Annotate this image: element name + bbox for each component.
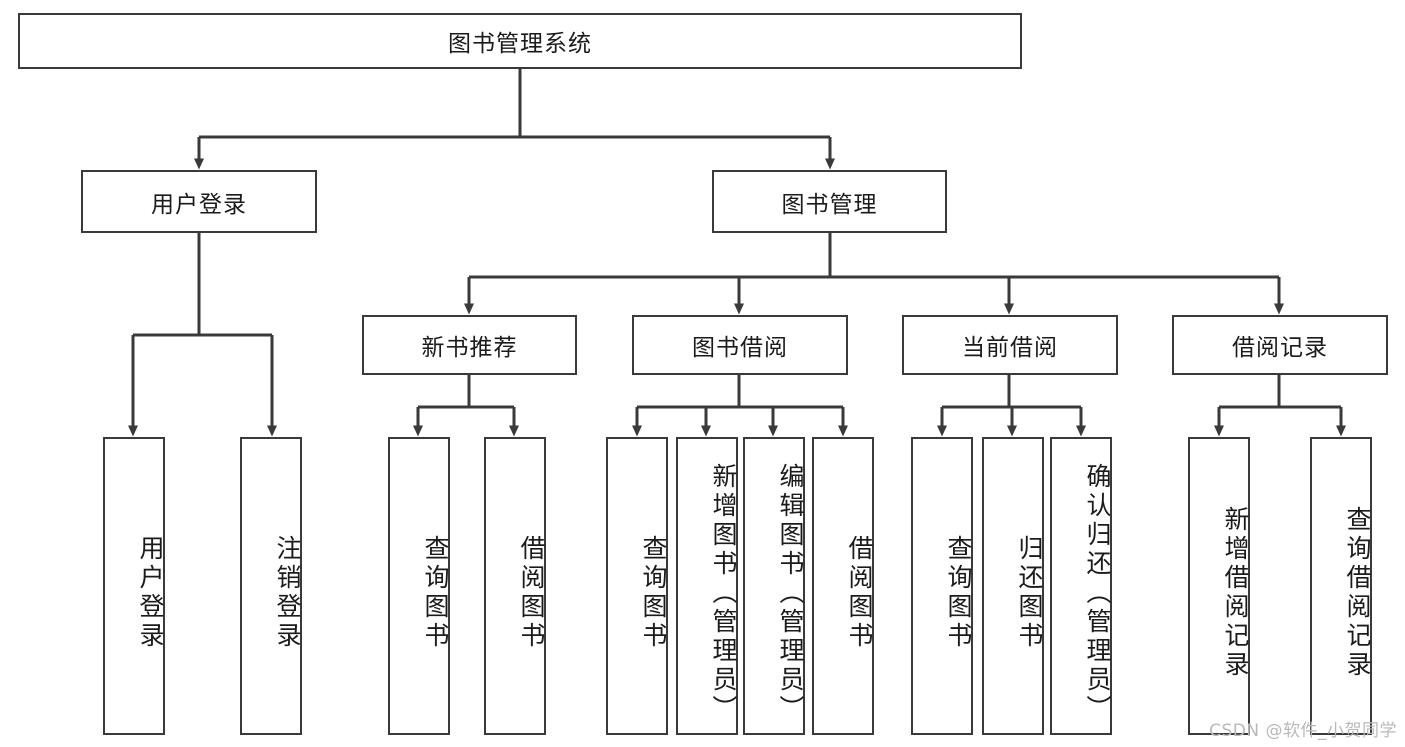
- node-book-borrow-label: 图书借阅: [692, 335, 788, 361]
- node-leaf-edit-book-label: 编辑图书（管理员）: [776, 462, 805, 724]
- csdn-watermark: CSDN @软件_小贺同学: [1209, 721, 1397, 741]
- node-leaf-query-book-rec-label: 查询图书: [421, 535, 450, 651]
- node-leaf-query-book-current[interactable]: 查询图书: [911, 437, 973, 735]
- node-borrow-record[interactable]: 借阅记录: [1172, 315, 1388, 375]
- node-leaf-user-logout-label: 注销登录: [273, 535, 302, 651]
- node-leaf-query-borrow-record-label: 查询借阅记录: [1343, 506, 1372, 680]
- node-leaf-return-book[interactable]: 归还图书: [982, 437, 1044, 735]
- node-leaf-query-borrow-record[interactable]: 查询借阅记录: [1310, 437, 1372, 735]
- node-leaf-confirm-return-label: 确认归还（管理员）: [1083, 462, 1112, 724]
- node-book-management-label: 图书管理: [781, 191, 878, 218]
- node-borrow-record-label: 借阅记录: [1232, 335, 1328, 361]
- node-book-borrow[interactable]: 图书借阅: [632, 315, 848, 375]
- node-leaf-add-book-label: 新增图书（管理员）: [709, 462, 738, 724]
- node-leaf-add-borrow-record[interactable]: 新增借阅记录: [1188, 437, 1250, 735]
- node-leaf-query-book-rec[interactable]: 查询图书: [388, 437, 450, 735]
- node-leaf-edit-book[interactable]: 编辑图书（管理员）: [743, 437, 805, 735]
- node-leaf-borrow-book[interactable]: 借阅图书: [812, 437, 874, 735]
- node-leaf-return-book-label: 归还图书: [1015, 535, 1044, 651]
- node-current-borrow-label: 当前借阅: [962, 335, 1058, 361]
- node-leaf-query-book-current-label: 查询图书: [944, 535, 973, 651]
- node-new-book-recommend[interactable]: 新书推荐: [362, 315, 577, 375]
- node-leaf-query-book-borrow[interactable]: 查询图书: [606, 437, 668, 735]
- node-book-management[interactable]: 图书管理: [712, 170, 947, 233]
- node-leaf-query-book-borrow-label: 查询图书: [639, 535, 668, 651]
- node-new-book-recommend-label: 新书推荐: [421, 335, 518, 361]
- node-root-label: 图书管理系统: [448, 31, 592, 57]
- node-leaf-confirm-return[interactable]: 确认归还（管理员）: [1050, 437, 1112, 735]
- node-leaf-user-login[interactable]: 用户登录: [103, 437, 165, 735]
- node-leaf-borrow-book-rec-label: 借阅图书: [517, 535, 546, 651]
- node-leaf-add-borrow-record-label: 新增借阅记录: [1221, 506, 1250, 680]
- node-leaf-borrow-book-label: 借阅图书: [845, 535, 874, 651]
- node-user-login[interactable]: 用户登录: [81, 170, 317, 233]
- node-user-login-label: 用户登录: [151, 191, 247, 218]
- node-leaf-borrow-book-rec[interactable]: 借阅图书: [484, 437, 546, 735]
- node-leaf-user-login-label: 用户登录: [136, 535, 165, 651]
- node-leaf-add-book[interactable]: 新增图书（管理员）: [676, 437, 738, 735]
- node-current-borrow[interactable]: 当前借阅: [902, 315, 1118, 375]
- node-root[interactable]: 图书管理系统: [18, 13, 1022, 69]
- node-leaf-user-logout[interactable]: 注销登录: [240, 437, 302, 735]
